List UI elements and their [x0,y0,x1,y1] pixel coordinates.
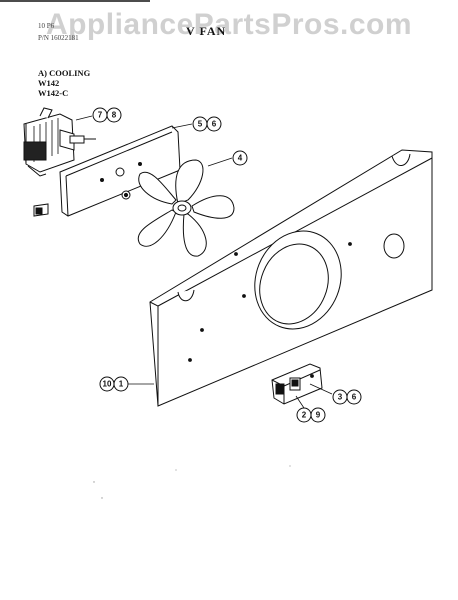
callout-label: 10 [103,380,112,389]
fan-blade [137,159,235,257]
scan-specks [93,465,291,499]
callout-fan: 4 [232,150,248,166]
page-number: 10 P6 [38,22,55,30]
callout-bracket: 5 6 [192,116,222,132]
back-panel [149,149,433,407]
section-title: V FAN [186,24,227,38]
part-number: P/N 16022181 [38,34,79,42]
callout-label: 7 [98,111,103,120]
motor-clip [33,203,49,217]
callout-panel: 10 1 [99,376,129,392]
callout-label: 5 [198,120,203,129]
model-line-2: W142 [38,78,60,88]
callout-label: 2 [302,411,307,420]
model-line-3: W142-C [38,88,69,98]
callout-label: 8 [112,111,117,120]
callout-label: 1 [119,380,124,389]
model-line-1: A) COOLING [38,68,91,78]
callout-motor: 7 8 [92,107,122,123]
callout-label: 4 [238,154,243,163]
fan-motor [23,107,96,177]
callout-switch-a: 3 6 [332,389,362,405]
leader-lines [75,115,333,409]
callout-label: 6 [352,393,357,402]
callout-switch-b: 2 9 [296,407,326,423]
callout-label: 6 [212,120,217,129]
watermark-text: AppliancePartsPros.com [45,8,413,41]
callout-label: 3 [338,393,343,402]
switch-assembly [271,363,323,405]
callout-label: 9 [316,411,321,420]
